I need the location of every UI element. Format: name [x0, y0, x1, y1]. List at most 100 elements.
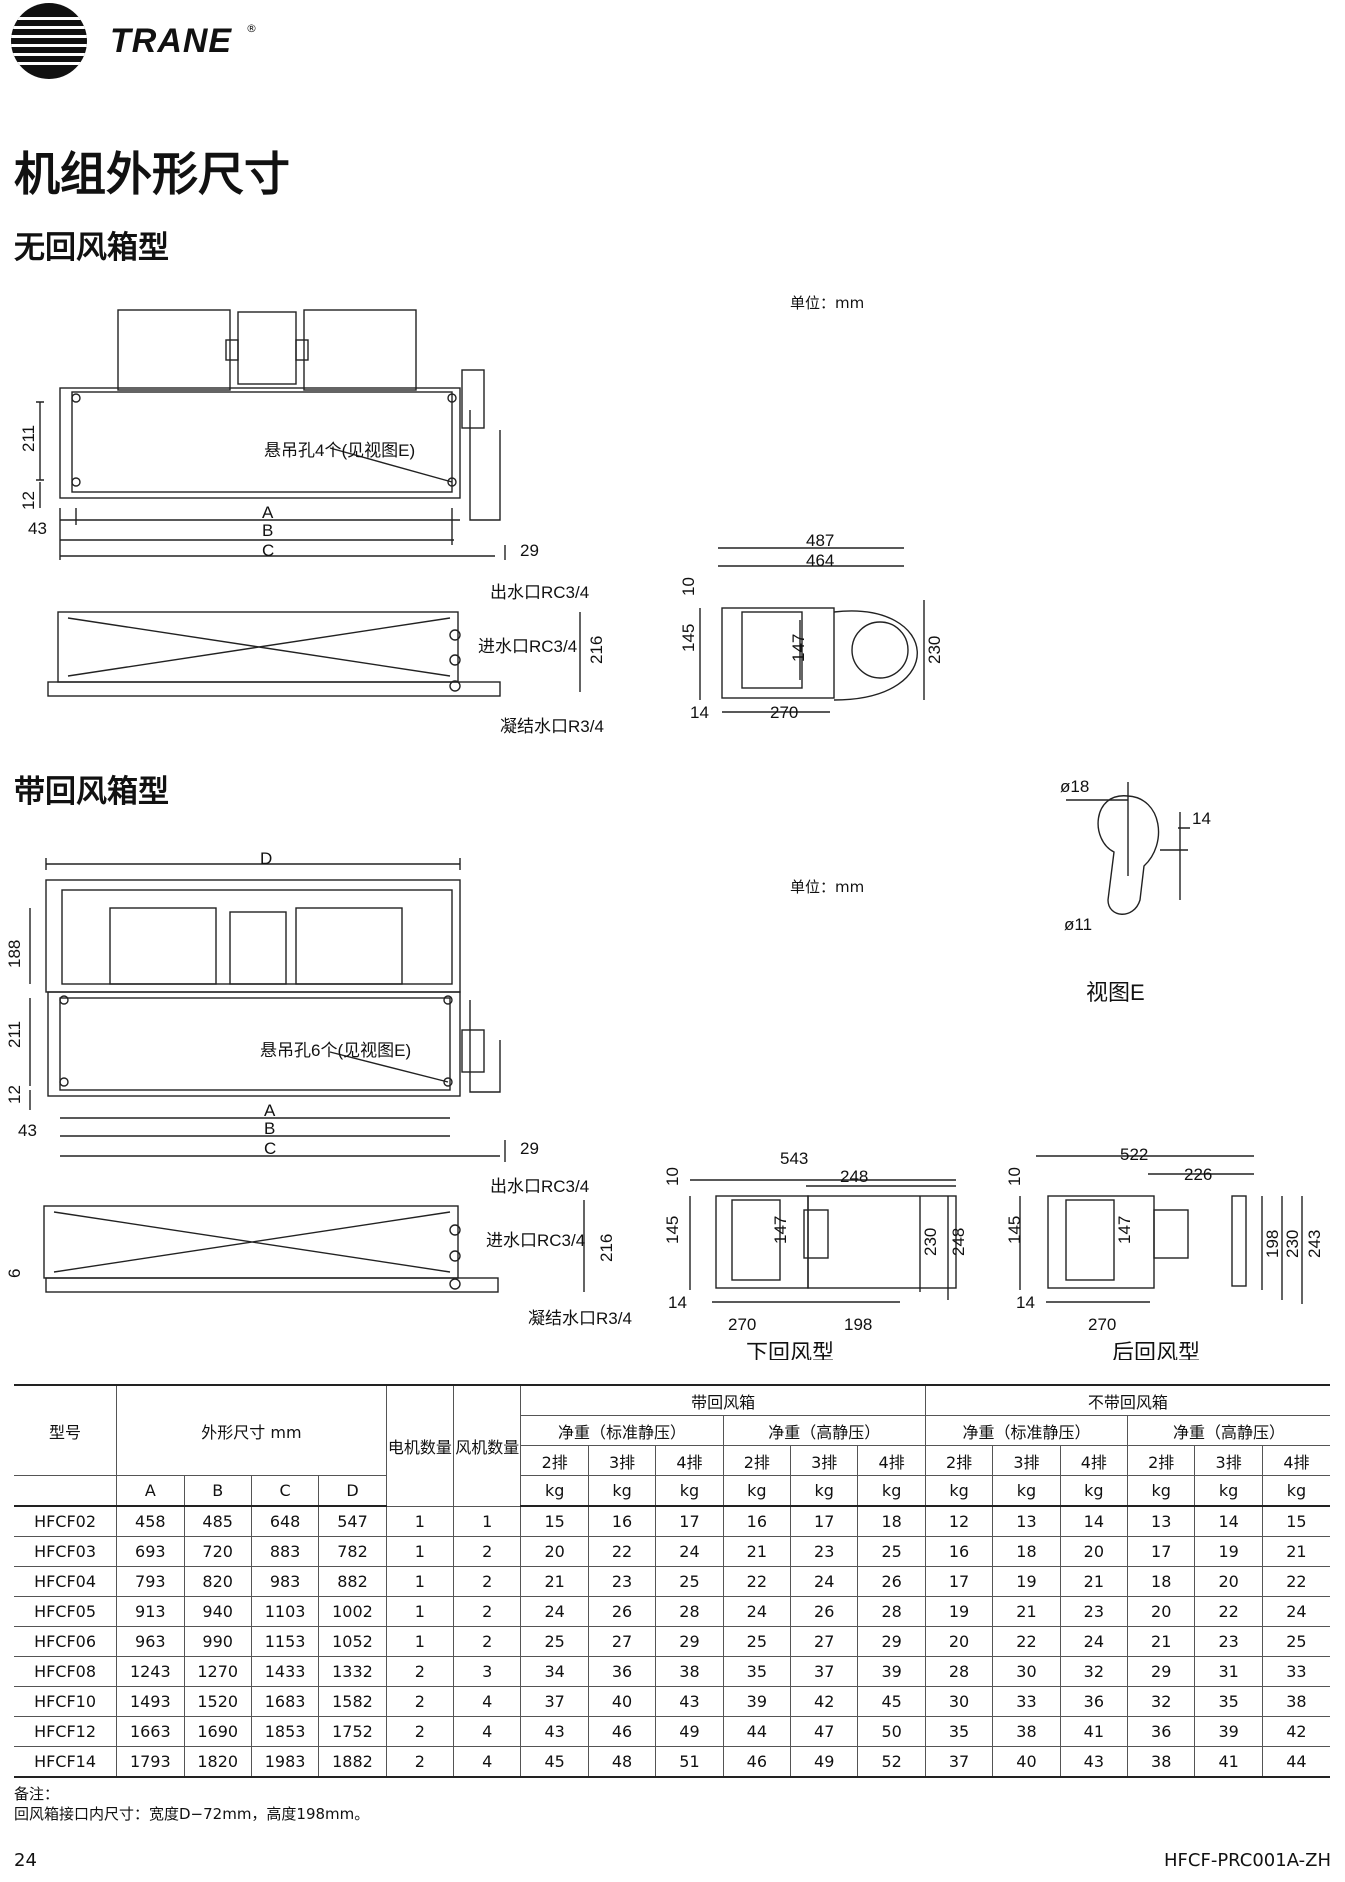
dim-43: 43 — [28, 519, 47, 538]
table-cell: 882 — [318, 1566, 387, 1597]
table-cell: 18 — [857, 1505, 926, 1537]
model-cell: HFCF08 — [14, 1656, 118, 1687]
row-count-header: 4排 — [857, 1445, 926, 1476]
row-count-header: 2排 — [722, 1445, 792, 1476]
unit-label-1: 单位：mm — [790, 294, 865, 312]
table-cell: 24 — [722, 1596, 792, 1627]
notes-text: 回风箱接口内尺寸：宽度D−72mm，高度198mm。 — [14, 1805, 370, 1823]
row-count-header: 2排 — [924, 1445, 994, 1476]
table-cell: 1 — [453, 1505, 522, 1537]
label-a: A — [262, 503, 274, 522]
group-without-return: 不带回风箱 — [924, 1384, 1330, 1416]
dim-270: 270 — [770, 703, 798, 722]
table-cell: 1582 — [318, 1686, 387, 1717]
table-cell: 19 — [1194, 1536, 1263, 1567]
dim-147b: 147 — [771, 1216, 790, 1244]
table-cell: 1520 — [183, 1686, 252, 1717]
model-cell: HFCF14 — [14, 1746, 118, 1778]
table-cell: 4 — [453, 1686, 522, 1717]
label-b: B — [262, 521, 273, 540]
dim-270b: 270 — [728, 1315, 756, 1334]
drain-label-2: 凝结水口R3/4 — [528, 1309, 632, 1328]
dim-14b: 14 — [668, 1293, 687, 1312]
sub-high-1: 净重（高静压） — [722, 1415, 926, 1446]
section-title-with-return-box: 带回风箱型 — [14, 774, 169, 810]
dim-29b: 29 — [520, 1139, 539, 1158]
unit-kg-header: kg — [655, 1475, 724, 1507]
outlet-label-2: 出水口RC3/4 — [490, 1177, 589, 1196]
dim-248: 248 — [840, 1167, 868, 1186]
trane-logo-icon — [11, 3, 87, 79]
sub-std-1: 净重（标准静压） — [520, 1415, 724, 1446]
table-cell: 52 — [857, 1746, 926, 1778]
table-cell: 41 — [1059, 1716, 1129, 1747]
table-cell: 1820 — [183, 1746, 252, 1778]
table-cell: 36 — [1059, 1686, 1129, 1717]
table-cell: 21 — [722, 1536, 792, 1567]
row-count-header: 3排 — [790, 1445, 859, 1476]
table-cell: 25 — [722, 1626, 792, 1657]
dim-230: 230 — [925, 636, 944, 664]
model-cell: HFCF02 — [14, 1505, 118, 1537]
dim-270c: 270 — [1088, 1315, 1116, 1334]
table-cell: 42 — [790, 1686, 859, 1717]
table-cell: 20 — [1127, 1596, 1196, 1627]
table-cell: 2 — [453, 1536, 522, 1567]
unit-kg-header: kg — [790, 1475, 859, 1507]
dim-145b: 145 — [663, 1216, 682, 1244]
table-cell: 24 — [1059, 1626, 1129, 1657]
table-cell: 1270 — [183, 1656, 252, 1687]
table-cell: 46 — [587, 1716, 657, 1747]
table-cell: 22 — [587, 1536, 657, 1567]
table-cell: 50 — [857, 1716, 926, 1747]
label-c: C — [262, 541, 274, 560]
unit-kg-header: kg — [924, 1475, 994, 1507]
table-cell: 883 — [250, 1536, 320, 1567]
table-cell: 693 — [116, 1536, 185, 1567]
table-cell: 963 — [116, 1626, 185, 1657]
table-cell: 37 — [790, 1656, 859, 1687]
col-dims-header: 外形尺寸 mm — [116, 1384, 387, 1476]
dim-10c: 10 — [1005, 1167, 1024, 1186]
table-cell: 21 — [520, 1566, 589, 1597]
table-cell: 37 — [520, 1686, 589, 1717]
table-cell: 24 — [790, 1566, 859, 1597]
table-cell: 33 — [992, 1686, 1061, 1717]
table-cell: 13 — [1127, 1505, 1196, 1537]
table-cell: 1690 — [183, 1716, 252, 1747]
table-cell: 18 — [992, 1536, 1061, 1567]
model-cell: HFCF04 — [14, 1566, 118, 1597]
table-cell: 1052 — [318, 1626, 387, 1657]
table-cell: 17 — [655, 1505, 724, 1537]
table-cell: 4 — [453, 1746, 522, 1778]
table-cell: 15 — [1261, 1505, 1330, 1537]
dim-letter-header: D — [318, 1475, 387, 1507]
inlet-label-2: 进水口RC3/4 — [486, 1231, 585, 1250]
dim-230b: 230 — [921, 1228, 940, 1256]
page-number: 24 — [14, 1850, 37, 1871]
table-cell: 48 — [587, 1746, 657, 1778]
unit-kg-header: kg — [1059, 1475, 1129, 1507]
dim-464: 464 — [806, 551, 834, 570]
label-c2: C — [264, 1139, 276, 1158]
unit-kg-header: kg — [1127, 1475, 1196, 1507]
table-cell: 16 — [924, 1536, 994, 1567]
table-cell: 990 — [183, 1626, 252, 1657]
dim-14c: 14 — [1016, 1293, 1035, 1312]
table-cell: 20 — [1194, 1566, 1263, 1597]
unit-kg-header: kg — [587, 1475, 657, 1507]
table-cell: 2 — [453, 1566, 522, 1597]
table-cell: 1002 — [318, 1596, 387, 1627]
table-cell: 25 — [520, 1626, 589, 1657]
inlet-label: 进水口RC3/4 — [478, 637, 577, 656]
dim-188: 188 — [5, 940, 24, 968]
table-cell: 20 — [1059, 1536, 1129, 1567]
table-cell: 14 — [1194, 1505, 1263, 1537]
table-cell: 1853 — [250, 1716, 320, 1747]
table-cell: 36 — [587, 1656, 657, 1687]
table-cell: 40 — [992, 1746, 1061, 1778]
table-cell: 940 — [183, 1596, 252, 1627]
